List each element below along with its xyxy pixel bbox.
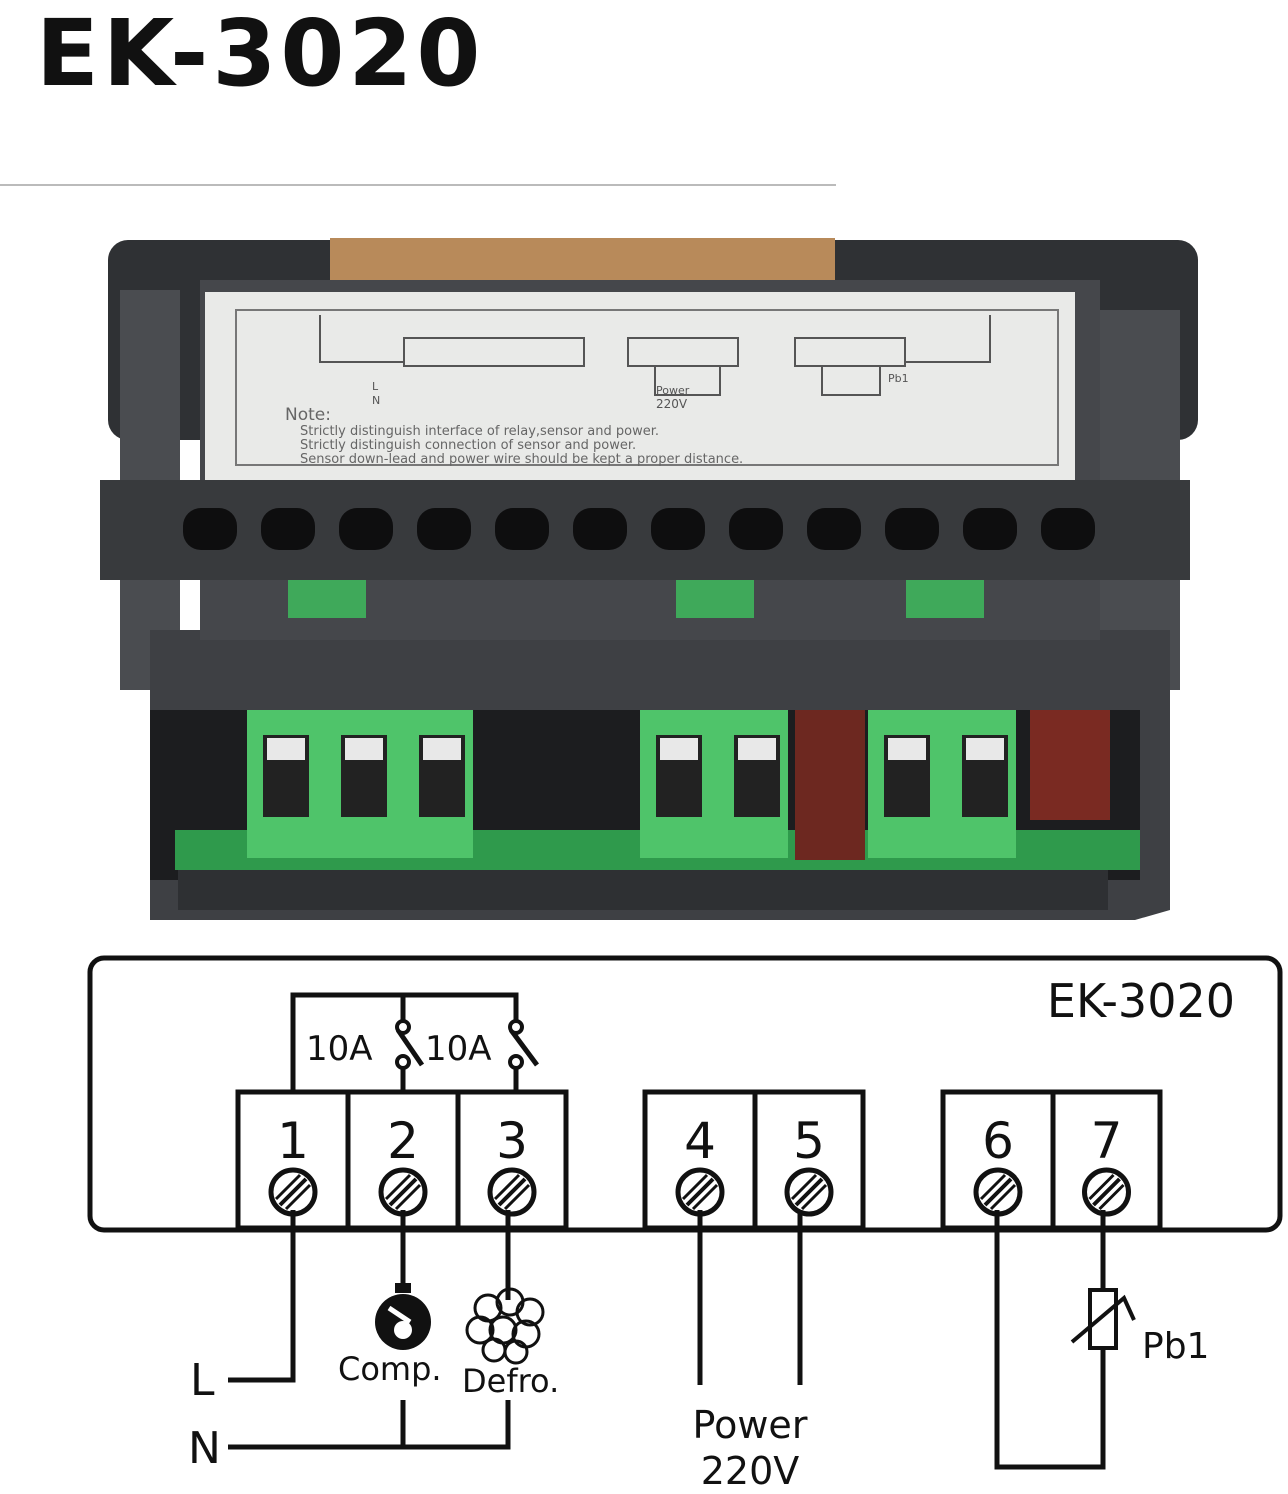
bottom-lip xyxy=(178,870,1108,910)
power-label: Power xyxy=(693,1403,808,1447)
vent-hole xyxy=(963,508,1017,550)
wiring-diagram: EK-3020 10A 10A 1 2 3 4 5 6 7 xyxy=(87,955,1283,1493)
note-heading: Note: xyxy=(285,405,331,425)
vent-hole xyxy=(807,508,861,550)
green-window-3 xyxy=(906,580,984,618)
vent-hole xyxy=(417,508,471,550)
green-window-1 xyxy=(288,580,366,618)
label-neutral: N xyxy=(372,394,380,407)
vent-hole xyxy=(183,508,237,550)
label-power: Power xyxy=(656,384,690,397)
external-wiring xyxy=(228,1210,1106,1470)
defrost-icon xyxy=(465,1287,545,1365)
voltage-label: 220V xyxy=(701,1449,800,1493)
page-title: EK-3020 xyxy=(36,0,485,107)
relay-rating-2: 10A xyxy=(425,1029,492,1069)
relay-rating-1: 10A xyxy=(306,1029,373,1069)
terminal-number: 2 xyxy=(387,1112,419,1170)
vent-hole xyxy=(495,508,549,550)
terminal-number: 3 xyxy=(496,1112,528,1170)
terminal-number: 4 xyxy=(684,1112,716,1170)
terminal-number: 5 xyxy=(793,1112,825,1170)
terminal-blocks xyxy=(247,710,1016,858)
vent-hole xyxy=(339,508,393,550)
vent-hole xyxy=(573,508,627,550)
green-window-2 xyxy=(676,580,754,618)
vent-hole xyxy=(885,508,939,550)
note-line-2: Strictly distinguish connection of senso… xyxy=(300,438,636,453)
vent-hole xyxy=(261,508,315,550)
vent-hole xyxy=(729,508,783,550)
defrost-label: Defro. xyxy=(462,1362,559,1400)
label-line: L xyxy=(372,380,379,393)
relay-red xyxy=(1030,710,1110,820)
vent-hole xyxy=(1041,508,1095,550)
vent-holes xyxy=(183,508,1095,550)
model-label: EK-3020 xyxy=(1047,974,1235,1028)
terminal-number: 7 xyxy=(1091,1112,1123,1170)
terminal-groups: 1 2 3 4 5 6 7 xyxy=(235,1089,1163,1231)
terminal-number: 1 xyxy=(277,1112,309,1170)
divider xyxy=(0,184,836,186)
note-line-3: Sensor down-lead and power wire should b… xyxy=(300,452,743,467)
vent-hole xyxy=(651,508,705,550)
line-label: L xyxy=(190,1355,215,1406)
note-line-1: Strictly distinguish interface of relay,… xyxy=(300,424,659,439)
probe-label: Pb1 xyxy=(1142,1326,1209,1367)
device-photo: L N Power 220V Pb1 Note: Strictly distin… xyxy=(100,238,1198,920)
label-voltage: 220V xyxy=(656,397,688,411)
compressor-label: Comp. xyxy=(338,1350,442,1388)
device-label xyxy=(205,292,1075,480)
terminal-number: 6 xyxy=(982,1112,1014,1170)
compressor-icon xyxy=(375,1283,431,1350)
thermistor-pb1 xyxy=(1088,1288,1118,1350)
label-probe: Pb1 xyxy=(888,372,909,385)
neutral-label: N xyxy=(188,1423,221,1474)
